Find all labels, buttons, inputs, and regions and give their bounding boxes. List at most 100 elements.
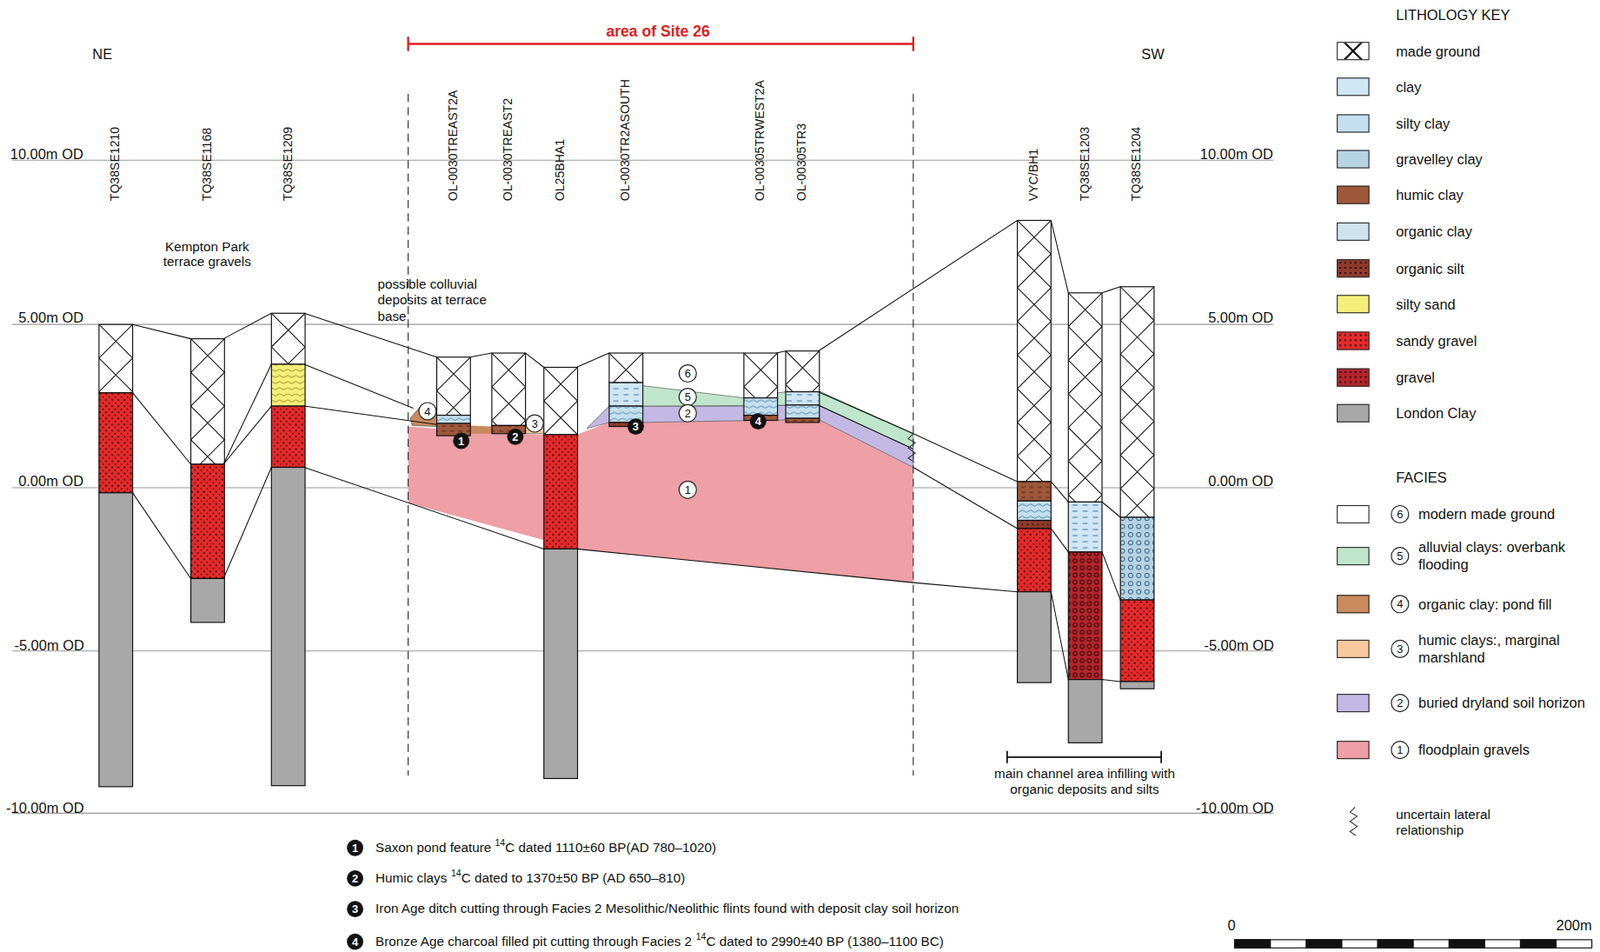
legend-swatch <box>1336 113 1370 133</box>
legend-text: gravel <box>1395 368 1435 386</box>
callout-number: 2 <box>1390 693 1409 712</box>
borehole-label: TQ38SE1204 <box>1128 126 1144 201</box>
callout-number: 5 <box>1390 546 1409 565</box>
section-stroke <box>1068 359 1103 394</box>
borehole-layer <box>785 418 820 423</box>
made-ground <box>437 357 472 416</box>
borehole-label: VYC/BH1 <box>1026 148 1042 201</box>
label-text: 5.00m OD <box>1208 308 1274 326</box>
callout-number: 1 <box>678 480 698 499</box>
section-stroke <box>191 338 226 465</box>
legend-swatch <box>1336 77 1370 96</box>
section-stroke <box>1068 292 1103 503</box>
borehole-layer <box>544 548 578 778</box>
borehole-label: OL-0030TREAST2A <box>445 90 461 202</box>
legend-text: London Clay <box>1395 404 1476 422</box>
label-text: Kempton Park terrace gravels <box>151 238 264 271</box>
label-text: Iron Age ditch cutting through Facies 2 … <box>375 900 959 917</box>
borehole-label: TQ38SE1168 <box>199 127 215 201</box>
borehole-layer <box>271 467 306 786</box>
label-text: uncertain lateral relationship <box>1395 806 1519 839</box>
legend-text: floodplain gravels <box>1418 741 1597 759</box>
section-stroke <box>1017 253 1052 288</box>
borehole-layer <box>1017 481 1052 501</box>
callout-number: 6 <box>1390 504 1409 524</box>
section-stroke <box>609 352 644 383</box>
section-stroke <box>1120 286 1155 518</box>
legend-text: organic clay <box>1395 222 1473 240</box>
borehole-layer <box>271 405 306 467</box>
callout-number: 1 <box>452 432 470 450</box>
callout-number: 6 <box>678 364 698 383</box>
borehole-label: OL-0030TR2ASOUTH <box>617 79 633 201</box>
label-text: NE <box>92 45 113 63</box>
made-ground <box>785 351 820 392</box>
legend-swatch <box>1336 185 1370 205</box>
label-text: Saxon pond feature <box>375 839 492 856</box>
section-stroke <box>1017 219 1052 481</box>
section-stroke <box>437 357 472 416</box>
label-text: 10.00m OD <box>10 145 84 163</box>
legend-text: sandy gravel <box>1395 331 1477 350</box>
callout-number: 3 <box>525 413 545 432</box>
label-text: 0 <box>1227 916 1235 934</box>
section-stroke <box>544 366 578 434</box>
legend-text: clay <box>1395 78 1421 96</box>
borehole-layer <box>1017 528 1052 592</box>
label-text: SW <box>1141 45 1164 63</box>
label-text: 5.00m OD <box>18 308 84 326</box>
label-text: possible colluvial deposits at terrace b… <box>377 275 498 324</box>
callout-number: 3 <box>627 418 644 435</box>
section-stroke <box>1017 354 1052 389</box>
section-stroke <box>1068 494 1103 502</box>
borehole-layer <box>544 434 578 549</box>
label-text: C dated to 2990±40 BP (1380–1100 BC) <box>705 933 943 950</box>
legend-swatch <box>1336 504 1370 524</box>
section-stroke <box>785 351 820 392</box>
label-text: LITHOLOGY KEY <box>1395 6 1510 25</box>
legend-text: humic clay <box>1395 185 1464 204</box>
borehole-layer <box>271 364 306 406</box>
callout-number: 4 <box>418 401 437 420</box>
label-text: -5.00m OD <box>13 636 84 654</box>
legend-swatch <box>1336 331 1370 350</box>
section-stroke <box>437 357 472 416</box>
legend-text: gravelley clay <box>1395 150 1483 168</box>
label-text: -10.00m OD <box>6 799 85 817</box>
label-text: main channel area infilling with organic… <box>982 765 1188 798</box>
borehole-layer <box>191 577 226 622</box>
made-ground <box>1068 292 1103 503</box>
borehole-layer <box>191 464 226 578</box>
section-stroke <box>1017 422 1052 457</box>
legend-swatch <box>1336 693 1370 712</box>
section-stroke <box>491 352 526 387</box>
section-stroke <box>271 312 306 365</box>
legend-swatch <box>1336 294 1370 313</box>
legend-text: buried dryland soil horizon <box>1418 694 1597 712</box>
label-text: area of Site 26 <box>605 22 710 41</box>
made-ground <box>491 352 526 425</box>
section-stroke <box>1017 287 1052 322</box>
legend-swatch <box>1336 594 1370 613</box>
section-stroke <box>785 351 820 392</box>
superscript-text: 14 <box>696 930 707 943</box>
legend-swatch <box>1336 41 1370 60</box>
section-stroke <box>609 352 644 383</box>
section-stroke <box>1068 326 1103 361</box>
section-stroke <box>785 384 820 392</box>
section-stroke <box>1068 393 1103 428</box>
section-stroke <box>743 352 778 399</box>
section-stroke <box>1120 353 1155 388</box>
section-stroke <box>1017 219 1052 254</box>
borehole-layer <box>1068 551 1103 680</box>
callout-number: 1 <box>1390 740 1409 759</box>
section-stroke <box>1017 321 1052 356</box>
section-stroke <box>743 352 778 399</box>
legend-text: made ground <box>1395 42 1481 60</box>
section-stroke <box>1017 456 1052 482</box>
borehole-layer <box>1120 517 1155 600</box>
section-stroke <box>785 351 820 386</box>
callout-number: 3 <box>346 900 364 917</box>
legend-swatch <box>1336 150 1370 169</box>
borehole-label: OL-0030TREAST2 <box>500 98 516 201</box>
